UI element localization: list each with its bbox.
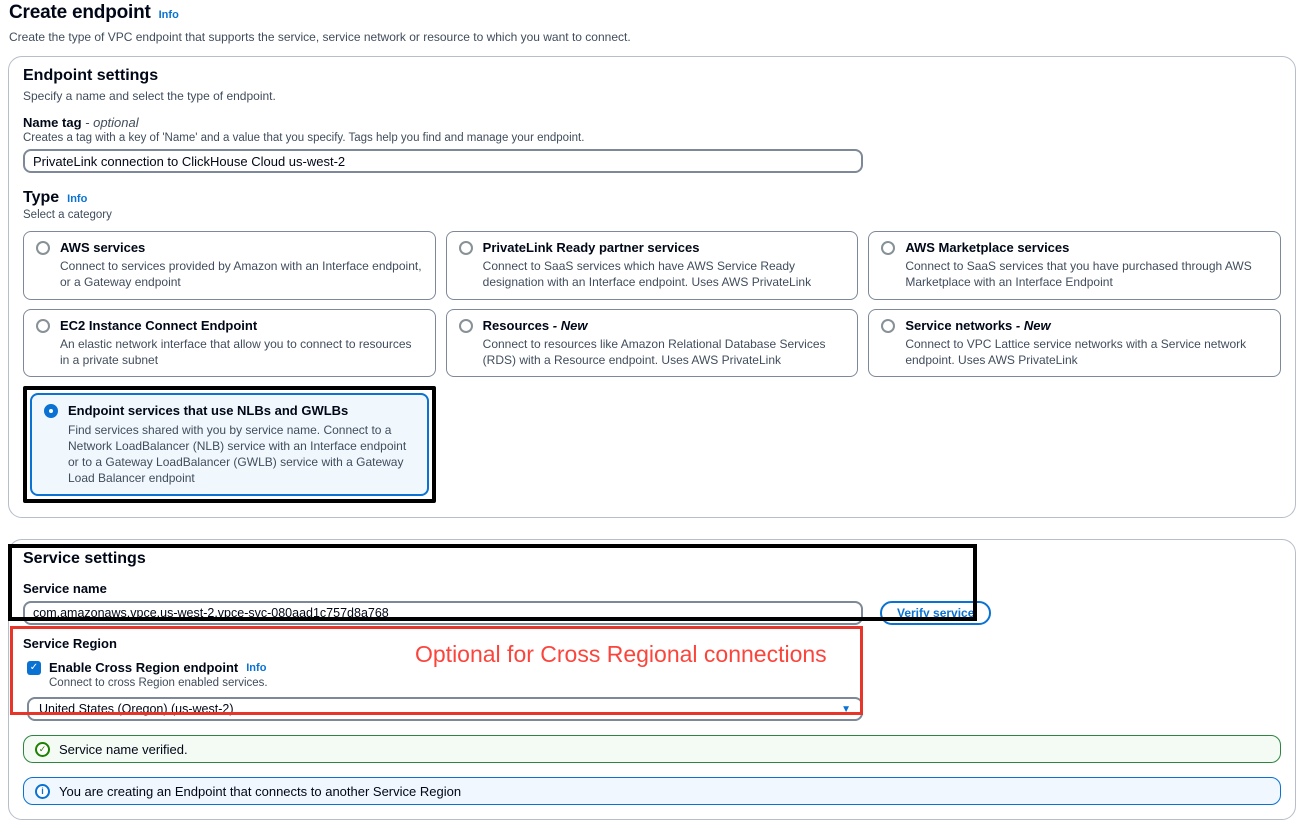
cross-region-info-text: You are creating an Endpoint that connec…	[59, 783, 462, 799]
option-description: Connect to resources like Amazon Relatio…	[482, 336, 826, 368]
type-option-service-networks[interactable]: Service networks - New Connect to VPC La…	[868, 308, 1281, 378]
name-tag-input[interactable]	[23, 149, 863, 173]
endpoint-type-grid: AWS services Connect to services provide…	[23, 231, 1281, 504]
type-option-marketplace[interactable]: AWS Marketplace services Connect to SaaS…	[868, 231, 1281, 300]
name-tag-hint: Creates a tag with a key of 'Name' and a…	[23, 132, 585, 144]
endpoint-settings-card: Endpoint settings Specify a name and sel…	[8, 56, 1296, 519]
option-text: Endpoint services that use NLBs and GWLB…	[68, 403, 415, 486]
option-title: AWS services	[60, 240, 146, 255]
cross-region-checkbox-row: ✓ Enable Cross Region endpoint Info	[23, 660, 1281, 675]
option-new-badge: - New	[552, 317, 588, 333]
option-text: AWS Marketplace services Connect to SaaS…	[905, 240, 1268, 291]
cross-region-info-link[interactable]: Info	[246, 661, 267, 674]
type-option-resources[interactable]: Resources - New Connect to resources lik…	[445, 308, 859, 378]
option-text: Resources - New Connect to resources lik…	[483, 318, 846, 369]
option-title: PrivateLink Ready partner services	[482, 240, 700, 255]
annotation-box-selected-type: Endpoint services that use NLBs and GWLB…	[23, 386, 436, 504]
service-settings-heading: Service settings	[23, 550, 146, 568]
name-tag-label-text: Name tag	[23, 115, 82, 130]
radio-selected-icon[interactable]	[44, 404, 58, 419]
option-text: Service networks - New Connect to VPC La…	[905, 318, 1268, 369]
service-name-input[interactable]	[23, 601, 863, 626]
option-title-text: Resources	[482, 317, 550, 333]
service-settings-card: Optional for Cross Regional connections …	[8, 539, 1296, 821]
option-title: Endpoint services that use NLBs and GWLB…	[68, 403, 349, 419]
type-info-link[interactable]: Info	[67, 193, 88, 205]
option-title: Resources - New	[483, 318, 846, 334]
service-region-label: Service Region	[23, 636, 117, 652]
option-description: Connect to SaaS services which have AWS …	[482, 259, 812, 290]
option-description: Connect to services provided by Amazon w…	[60, 259, 422, 290]
type-heading: Type	[23, 189, 60, 206]
service-region-selected-value: United States (Oregon) (us-west-2)	[39, 702, 234, 717]
cross-region-info-banner: i You are creating an Endpoint that conn…	[23, 777, 1281, 806]
type-hint: Select a category	[23, 209, 112, 221]
page-title: Create endpoint	[9, 2, 151, 23]
type-option-ec2-instance-connect[interactable]: EC2 Instance Connect Endpoint An elastic…	[23, 308, 436, 378]
radio-icon[interactable]	[881, 318, 896, 333]
radio-icon[interactable]	[36, 241, 50, 255]
cross-region-checkbox[interactable]: ✓	[27, 660, 41, 675]
endpoint-settings-subheading: Specify a name and select the type of en…	[23, 89, 276, 103]
option-title: Service networks - New	[905, 318, 1268, 334]
radio-icon[interactable]	[458, 318, 473, 333]
option-description: Find services shared with you by service…	[68, 422, 407, 486]
option-description: An elastic network interface that allow …	[60, 336, 412, 368]
option-description: Connect to VPC Lattice service networks …	[905, 336, 1247, 368]
type-option-aws-services[interactable]: AWS services Connect to services provide…	[23, 231, 436, 300]
cross-region-checkbox-hint: Connect to cross Region enabled services…	[49, 677, 268, 690]
type-option-privatelink-partner[interactable]: PrivateLink Ready partner services Conne…	[445, 231, 859, 300]
chevron-down-icon: ▼	[841, 703, 851, 715]
service-verified-banner: ✓ Service name verified.	[23, 735, 1281, 764]
endpoint-settings-heading: Endpoint settings	[23, 67, 159, 84]
type-option-endpoint-services-nlb-gwlb[interactable]: Endpoint services that use NLBs and GWLB…	[30, 393, 429, 497]
cross-region-checkbox-label: Enable Cross Region endpoint	[49, 660, 239, 676]
page-description: Create the type of VPC endpoint that sup…	[9, 30, 631, 44]
option-description: Connect to SaaS services that you have p…	[905, 259, 1252, 290]
radio-icon[interactable]	[36, 318, 50, 333]
option-title: AWS Marketplace services	[905, 240, 1070, 255]
service-region-select[interactable]: United States (Oregon) (us-west-2) ▼	[27, 697, 863, 722]
info-circle-icon: i	[35, 783, 50, 799]
radio-icon[interactable]	[881, 241, 896, 255]
verify-service-button[interactable]: Verify service	[880, 601, 992, 626]
option-new-badge: - New	[1015, 317, 1051, 333]
page-header: Create endpoint Info Create the type of …	[8, 2, 1296, 44]
option-title: EC2 Instance Connect Endpoint	[60, 317, 258, 333]
option-text: PrivateLink Ready partner services Conne…	[483, 240, 846, 291]
service-name-label: Service name	[23, 581, 107, 597]
option-title-text: Service networks	[905, 317, 1013, 333]
option-text: AWS services Connect to services provide…	[60, 240, 423, 291]
radio-icon[interactable]	[458, 241, 473, 255]
name-tag-label: Name tag - optional	[23, 115, 1281, 130]
service-verified-text: Service name verified.	[59, 741, 188, 757]
name-tag-optional-text: - optional	[85, 115, 139, 130]
page-title-info-link[interactable]: Info	[158, 9, 179, 21]
option-text: EC2 Instance Connect Endpoint An elastic…	[60, 318, 423, 369]
success-check-icon: ✓	[35, 741, 50, 757]
